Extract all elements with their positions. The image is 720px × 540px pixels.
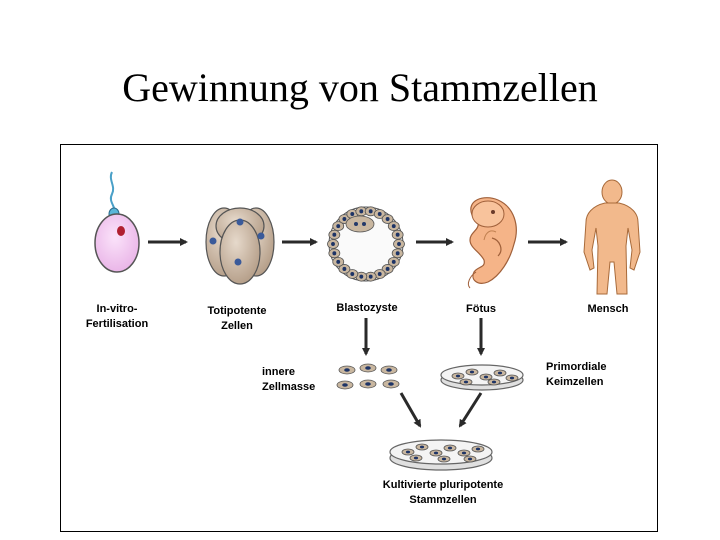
stem-cell-icon xyxy=(457,449,471,457)
blastocyst-cell-icon xyxy=(373,209,386,219)
blastocyst-cell-icon xyxy=(387,256,400,267)
blastocyst-cell-icon xyxy=(387,221,400,232)
inner-mass-cell-icon xyxy=(359,379,377,389)
germ-cell-icon xyxy=(451,372,465,380)
inner-mass-cell-icon xyxy=(336,380,354,390)
blastocyst-cell-icon xyxy=(338,264,351,274)
label-primordial-germ-cells: Primordiale Keimzellen xyxy=(546,360,607,390)
blastocyst-cell-icon xyxy=(381,264,394,274)
inner-mass-cell-icon xyxy=(338,365,356,375)
label-cultured-stem-cells: Kultivierte pluripotente Stammzellen xyxy=(368,478,518,508)
label-totipotent: Totipotente Zellen xyxy=(192,304,282,334)
inner-mass-cell-icon xyxy=(359,363,377,373)
petri-dish-icon xyxy=(389,439,493,471)
blastocyst-cell-icon xyxy=(328,229,341,240)
blastocyst-cell-icon xyxy=(391,229,404,240)
human-icon xyxy=(583,179,641,295)
label-totipotent-line1: Totipotente xyxy=(207,305,267,317)
label-cultured-line1: Kultivierte pluripotente xyxy=(382,479,504,491)
label-ivf: In-vitro- Fertilisation xyxy=(72,302,162,332)
germ-cell-icon xyxy=(459,378,473,386)
page-title: Gewinnung von Stammzellen xyxy=(122,65,598,110)
stem-cell-icon xyxy=(409,454,423,462)
foetus-icon xyxy=(467,197,517,289)
blastocyst-cell-icon xyxy=(391,248,404,259)
inner-cell-mass-icon xyxy=(336,363,400,390)
stem-cell-icon xyxy=(443,444,457,452)
blastocyst-cell-icon xyxy=(332,256,345,267)
blastocyst-cell-icon xyxy=(327,239,339,249)
inner-mass-cell-icon xyxy=(380,365,398,375)
blastocyst-cell-icon xyxy=(328,248,341,259)
label-blastocyst: Blastozyste xyxy=(336,302,398,314)
label-human: Mensch xyxy=(587,303,629,315)
totipotent-cells-icon xyxy=(205,207,275,285)
blastocyst-cell-icon xyxy=(346,269,359,279)
label-cultured-line2: Stammzellen xyxy=(409,494,477,506)
label-primordial-line2: Keimzellen xyxy=(546,376,604,388)
blastocyst-cell-icon xyxy=(381,214,394,224)
egg-cell-icon xyxy=(94,171,140,273)
germ-cell-icon xyxy=(465,368,479,376)
label-inner-line2: Zellmasse xyxy=(262,381,316,393)
label-ivf-line2: Fertilisation xyxy=(85,318,149,330)
stem-cell-icon xyxy=(415,443,429,451)
stem-cell-icon xyxy=(437,455,451,463)
stem-cell-icon xyxy=(429,449,443,457)
flow-arrows xyxy=(148,238,568,428)
stem-cell-icon xyxy=(401,448,415,456)
germ-cell-icon xyxy=(505,374,519,382)
label-primordial-line1: Primordiale xyxy=(546,361,607,373)
germ-cell-icon xyxy=(487,378,501,386)
label-totipotent-line2: Zellen xyxy=(221,320,253,332)
diagram-frame xyxy=(60,144,658,532)
stem-cell-icon xyxy=(471,445,485,453)
label-inner-cell-mass: innere Zellmasse xyxy=(262,365,315,395)
label-ivf-line1: In-vitro- xyxy=(96,303,138,315)
label-foetus: Fötus xyxy=(466,303,496,315)
petri-dish-icon xyxy=(440,364,524,391)
blastocyst-cell-icon xyxy=(332,221,345,232)
label-inner-line1: innere xyxy=(262,366,296,378)
blastocyst-cell-icon xyxy=(393,239,405,249)
blastocyst-icon xyxy=(327,206,405,282)
germ-cell-icon xyxy=(479,373,493,381)
inner-mass-cell-icon xyxy=(382,379,400,389)
stem-cell-icon xyxy=(463,455,477,463)
germ-cell-icon xyxy=(493,369,507,377)
